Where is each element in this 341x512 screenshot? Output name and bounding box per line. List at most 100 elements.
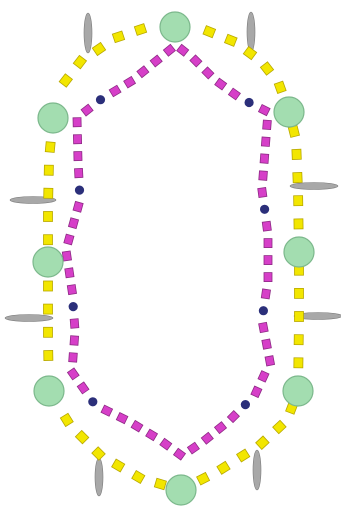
spikes-layer xyxy=(4,11,341,497)
inner-bead xyxy=(66,367,80,381)
outer-bead xyxy=(293,334,304,346)
inner-bead xyxy=(263,272,273,283)
inner-bead xyxy=(145,428,159,442)
inner-bead xyxy=(66,284,77,296)
inner-bead xyxy=(67,217,80,230)
inner-bead xyxy=(250,385,263,399)
inner-dot xyxy=(240,400,250,410)
inner-dot xyxy=(244,97,254,108)
outer-bead xyxy=(44,141,56,153)
inner-ring-layer xyxy=(61,43,276,461)
outer-ring-layer xyxy=(43,23,304,491)
outer-bead xyxy=(293,218,304,230)
inner-bead xyxy=(260,136,271,147)
outer-bead xyxy=(255,435,270,450)
inner-bead xyxy=(149,54,163,68)
outer-bead xyxy=(111,30,126,44)
inner-dot xyxy=(74,185,85,195)
inner-bead xyxy=(136,65,150,79)
inner-bead xyxy=(73,151,83,162)
outer-bead xyxy=(196,471,211,486)
outer-bead xyxy=(223,33,238,47)
inner-bead xyxy=(176,43,190,57)
outer-bead xyxy=(59,412,74,428)
inner-bead xyxy=(130,419,144,433)
grey-spike xyxy=(83,12,93,54)
outer-bead xyxy=(272,419,287,435)
inner-bead xyxy=(72,134,83,145)
inner-bead xyxy=(115,412,129,425)
green-node xyxy=(37,102,69,134)
inner-bead xyxy=(213,421,228,435)
outer-bead xyxy=(291,148,302,160)
inner-bead xyxy=(264,355,276,367)
inner-bead xyxy=(214,77,228,91)
outer-bead xyxy=(236,448,251,463)
inner-bead xyxy=(263,238,273,249)
inner-bead xyxy=(162,43,176,57)
grey-spike xyxy=(4,314,54,322)
outer-bead xyxy=(153,477,167,491)
inner-bead xyxy=(226,410,240,424)
outer-bead xyxy=(293,357,304,369)
inner-bead xyxy=(100,404,114,417)
inner-bead xyxy=(258,170,268,181)
outer-bead xyxy=(43,350,54,361)
inner-bead xyxy=(257,103,271,117)
inner-bead xyxy=(186,441,200,455)
outer-bead xyxy=(43,234,53,246)
inner-bead xyxy=(172,447,187,461)
inner-bead xyxy=(68,352,78,363)
outer-bead xyxy=(216,460,231,475)
inner-dot xyxy=(88,397,98,407)
green-node xyxy=(282,375,314,407)
inner-dot xyxy=(258,306,268,316)
inner-bead xyxy=(64,267,75,279)
inner-bead xyxy=(76,381,90,395)
outer-bead xyxy=(259,61,275,76)
outer-bead xyxy=(43,280,53,292)
grey-spike xyxy=(94,457,104,497)
inner-bead xyxy=(262,119,272,131)
green-node xyxy=(283,236,315,268)
outer-bead xyxy=(131,470,146,484)
inner-bead xyxy=(63,233,75,246)
inner-bead xyxy=(263,255,273,266)
inner-bead xyxy=(261,338,272,350)
outer-bead xyxy=(72,54,88,70)
green-node xyxy=(159,11,191,43)
inner-bead xyxy=(69,318,80,329)
inner-bead xyxy=(201,66,215,80)
outer-bead xyxy=(294,311,304,322)
outer-bead xyxy=(202,25,217,39)
inner-bead xyxy=(200,431,214,445)
green-node xyxy=(33,375,65,407)
green-node xyxy=(32,246,64,278)
outer-bead xyxy=(43,187,54,199)
inner-bead xyxy=(69,335,80,346)
outer-bead xyxy=(58,73,73,88)
inner-bead xyxy=(260,288,271,300)
outer-bead xyxy=(43,211,53,222)
green-node xyxy=(273,96,305,128)
inner-dot xyxy=(95,95,106,105)
outer-bead xyxy=(293,195,304,207)
inner-bead xyxy=(123,75,137,89)
outer-bead xyxy=(111,458,126,473)
inner-bead xyxy=(258,321,269,334)
outer-bead xyxy=(74,429,90,445)
grey-spike xyxy=(293,312,341,320)
inner-bead xyxy=(261,220,272,232)
outer-bead xyxy=(133,23,148,36)
outer-bead xyxy=(91,446,106,461)
inner-bead xyxy=(259,153,270,164)
grey-spike xyxy=(246,11,256,53)
inner-bead xyxy=(159,437,173,451)
outer-bead xyxy=(292,172,303,184)
outer-bead xyxy=(43,326,53,338)
inner-bead xyxy=(61,250,72,262)
outer-bead xyxy=(43,303,53,315)
grey-spike xyxy=(252,449,262,491)
